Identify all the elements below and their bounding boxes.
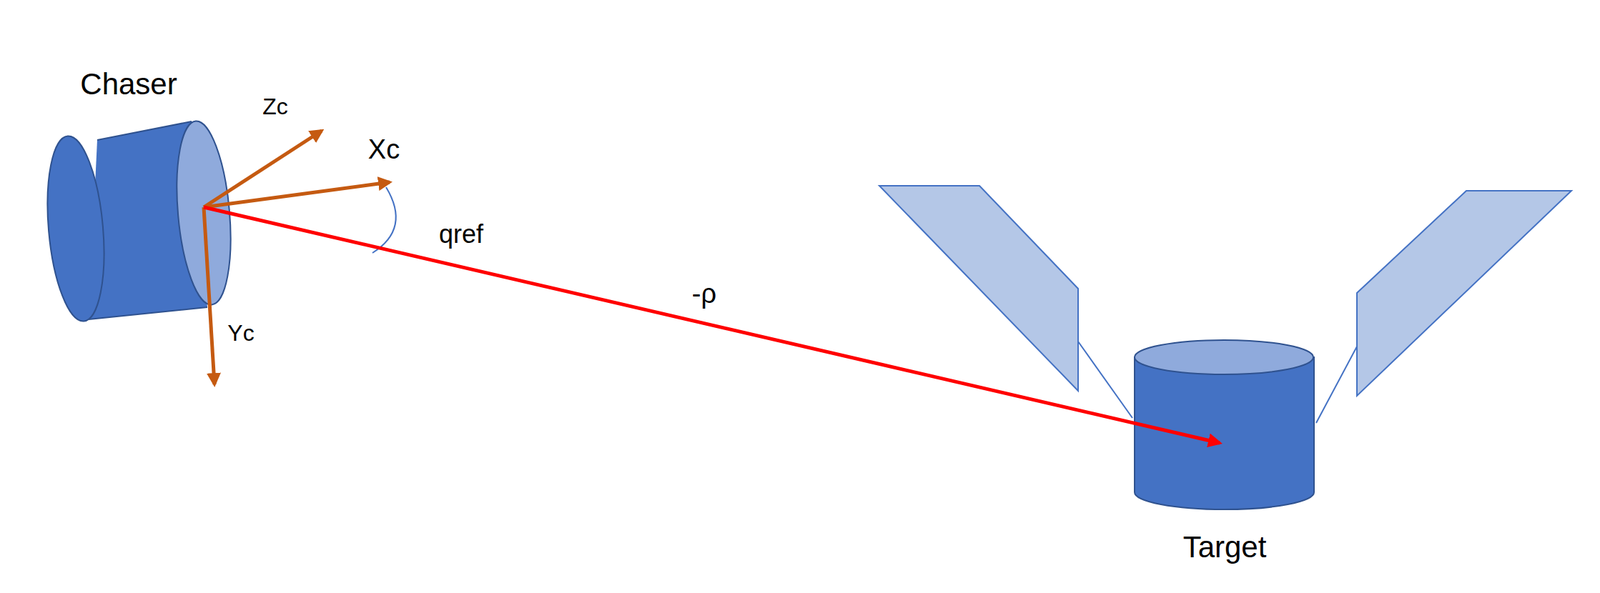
angle-arc <box>372 187 397 254</box>
axis-label: Zc <box>262 94 289 120</box>
axis-label: Xc <box>368 135 400 166</box>
part-name: Target <box>1183 531 1267 565</box>
axis-label: Yc <box>227 321 254 347</box>
part-name: Chaser <box>80 67 177 101</box>
rho-vector <box>203 207 1220 444</box>
target-body <box>1134 340 1315 510</box>
vector-label: -ρ <box>692 279 717 310</box>
chaser-axes <box>203 130 390 385</box>
angle-label: qref <box>438 220 484 249</box>
